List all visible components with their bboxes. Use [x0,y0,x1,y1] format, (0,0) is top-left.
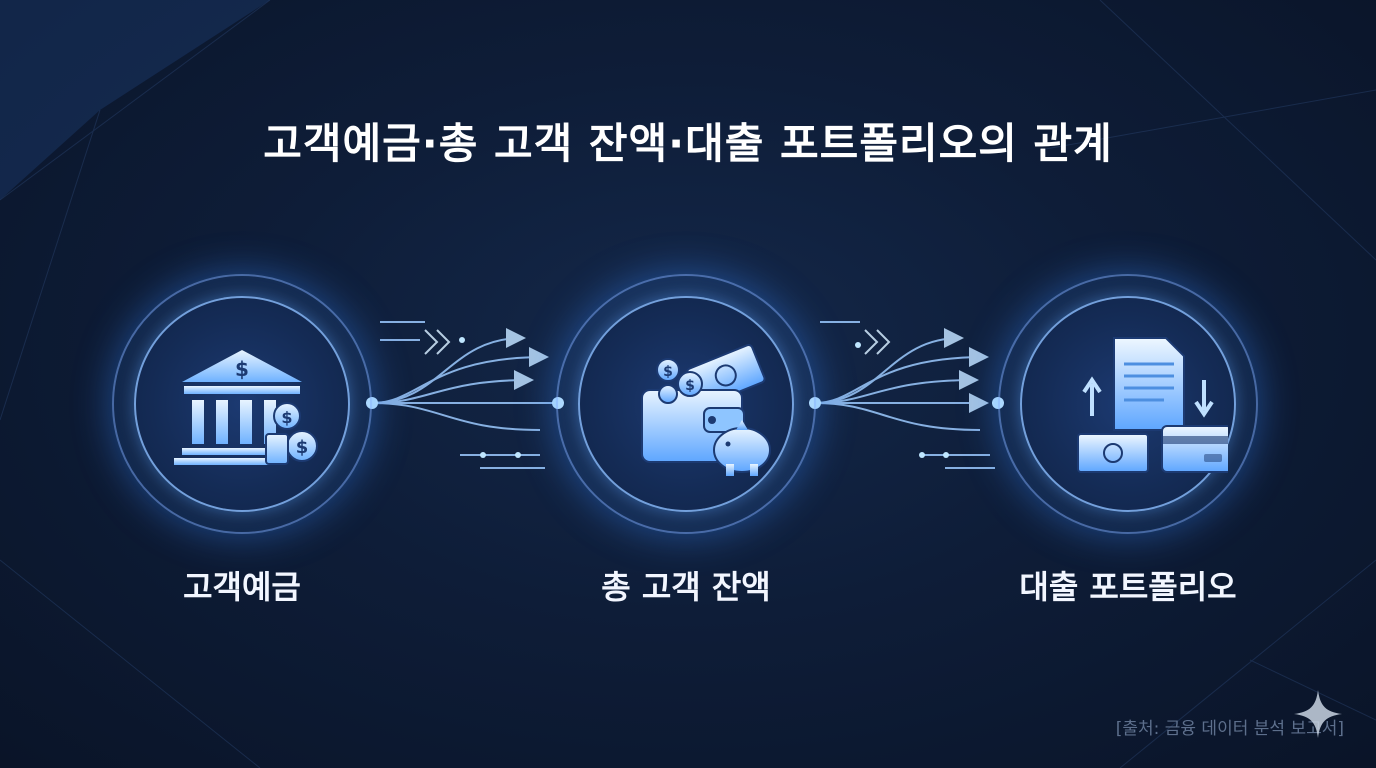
flow-lines-1 [371,321,558,469]
svg-text:$: $ [235,357,249,381]
sparkle-icon [1294,690,1342,738]
page-title: 고객예금·총 고객 잔액·대출 포트폴리오의 관계 [263,119,1113,169]
bank-with-coins-icon: $ $ $ [174,350,318,465]
label-customer-deposits: 고객예금 [183,568,301,606]
loan-document-cash-card-icon [1077,337,1228,473]
svg-text:$: $ [296,437,309,458]
svg-text:$: $ [663,364,673,380]
node-customer-deposits: $ $ $ [112,274,372,534]
node-loan-portfolio [998,274,1258,534]
label-total-customer-balance: 총 고객 잔액 [601,568,771,606]
node-total-customer-balance: $ $ [556,274,816,534]
source-citation: [출처: 금융 데이터 분석 보고서] [1115,719,1344,739]
flow-lines-2 [814,321,995,469]
svg-text:$: $ [281,408,292,427]
wallet-piggy-bank-icon: $ $ [641,344,771,476]
label-loan-portfolio: 대출 포트폴리오 [1019,568,1237,606]
svg-text:$: $ [685,378,695,394]
